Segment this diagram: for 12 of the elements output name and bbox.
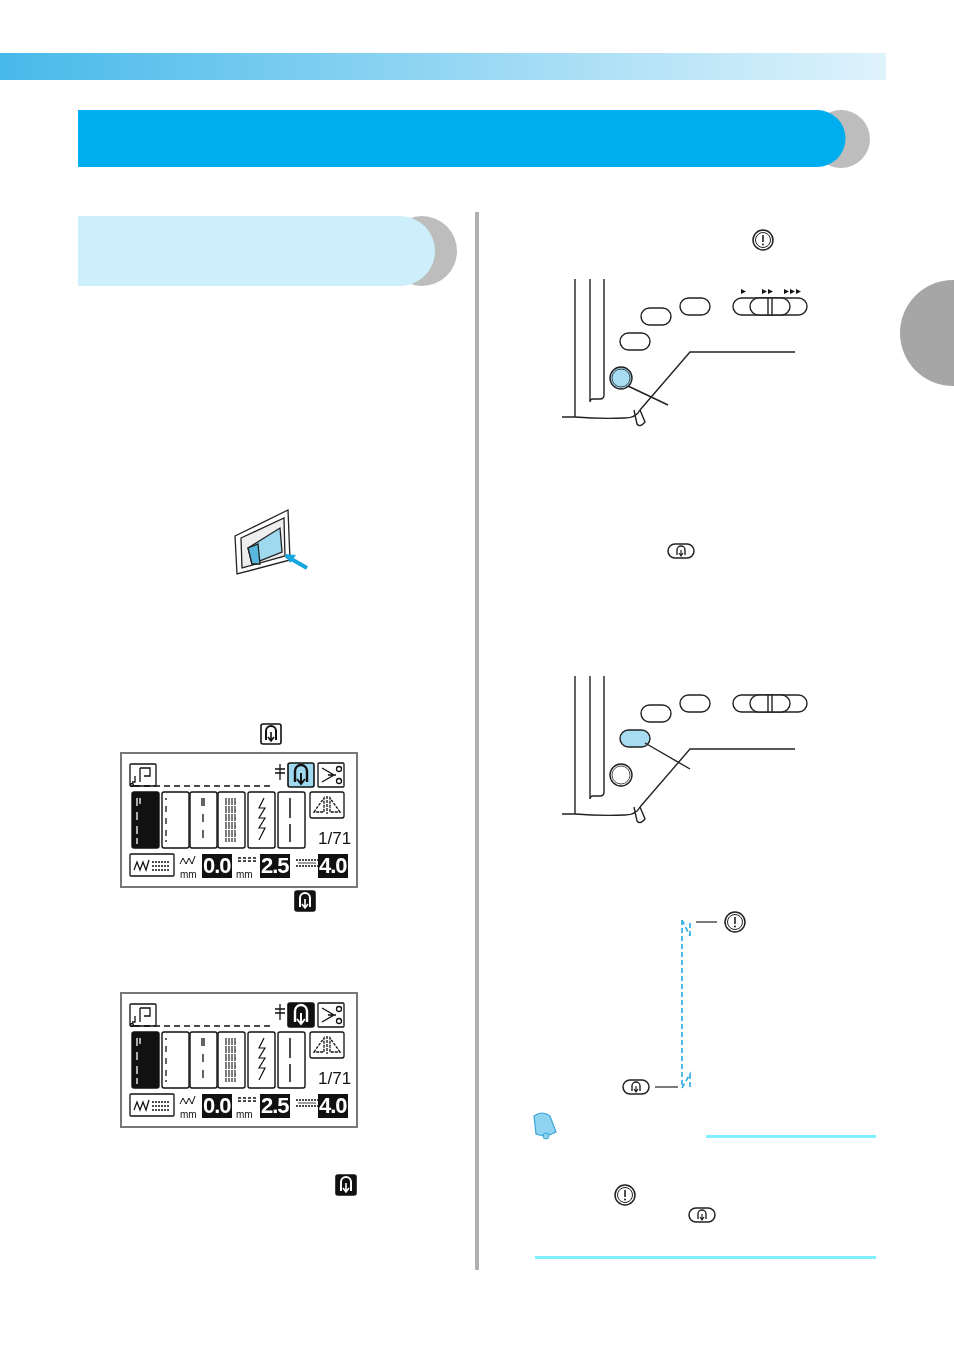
unit-label: mm [180,1110,197,1120]
setting-value: 2.5 [260,1094,290,1118]
unit-label: 1/71 [318,1070,352,1087]
unit-label: mm [180,870,197,880]
setting-value: 2.5 [260,854,290,878]
setting-value: 4.0 [318,854,348,878]
setting-value: 0.0 [202,1094,232,1118]
unit-label: mm [236,870,253,880]
setting-value: 4.0 [318,1094,348,1118]
unit-label: 1/71 [318,830,352,847]
setting-value: 0.0 [202,854,232,878]
unit-label: mm [236,1110,253,1120]
